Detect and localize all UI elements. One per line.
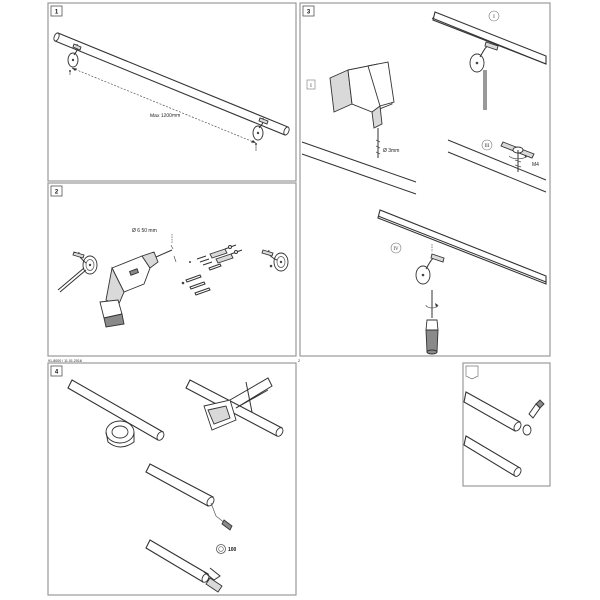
end-cap-drawing (463, 391, 545, 477)
hacksaw-icon (185, 377, 284, 437)
document-reference: 91-8000 / 11.01.2016 (48, 359, 82, 363)
sandpaper-pack-callout: 100 (216, 544, 237, 554)
svg-text:I: I (310, 84, 312, 89)
thread-tap-icon (500, 141, 535, 172)
drill-3mm-label: Ø 3mm (383, 148, 399, 154)
screws-icon (181, 261, 222, 296)
svg-text:1: 1 (55, 10, 59, 16)
end-cap-badge (465, 365, 479, 380)
svg-text:100: 100 (228, 547, 237, 553)
panel-step-2 (47, 182, 297, 357)
step-2-badge: 2 (50, 185, 63, 197)
wall-plugs-icon (196, 244, 243, 266)
step-2-drawing: Ø 6 50 mm (57, 228, 289, 328)
drill-size-callout: Ø 6 50 mm (132, 228, 177, 263)
svg-text:Ø 6 50 mm: Ø 6 50 mm (132, 228, 157, 234)
bracket-right-icon (252, 117, 269, 151)
end-cap-icon (522, 399, 545, 436)
view-badge-ii: I (488, 10, 500, 22)
view-badge-i-left: I (306, 79, 316, 90)
bracket-mounted-icon (261, 249, 289, 272)
step-4-drawing: 100 (67, 377, 284, 593)
m4-thread-label: M4 (532, 162, 539, 168)
bracket-bottom-icon (415, 244, 445, 285)
bracket-top-icon (469, 41, 499, 110)
panel-step-3 (299, 2, 551, 357)
bracket-left-icon (67, 43, 82, 75)
panel-end-cap (462, 362, 551, 487)
svg-text:3: 3 (307, 10, 311, 16)
rail-deburr-icon (145, 463, 233, 531)
page-number: 2 (298, 359, 300, 363)
svg-text:I: I (493, 15, 495, 20)
step-4-badge: 4 (50, 365, 63, 377)
step-1-badge: 1 (50, 5, 63, 17)
panel-step-4 (47, 362, 297, 596)
panel-step-1 (47, 2, 297, 182)
drill-vertical-icon (329, 61, 395, 158)
svg-text:4: 4 (55, 370, 59, 376)
svg-text:IV: IV (393, 247, 399, 252)
rail-with-tape-icon (67, 379, 165, 448)
svg-text:2: 2 (55, 190, 59, 196)
svg-text:III: III (485, 144, 490, 149)
screwdriver-icon (425, 290, 439, 355)
max-length-label: Max 1200mm (150, 113, 180, 119)
view-badge-iii: III (481, 139, 493, 151)
drill-icon (99, 249, 173, 328)
view-badge-iv: IV (390, 242, 402, 254)
step-3-badge: 3 (302, 5, 315, 17)
bracket-with-pin-icon (57, 251, 98, 293)
step-3-drawing: Ø 3mm I I (301, 10, 547, 355)
rail-end-finish-icon (145, 539, 223, 593)
step-1-rail-drawing: Max 1200mm (53, 32, 290, 151)
